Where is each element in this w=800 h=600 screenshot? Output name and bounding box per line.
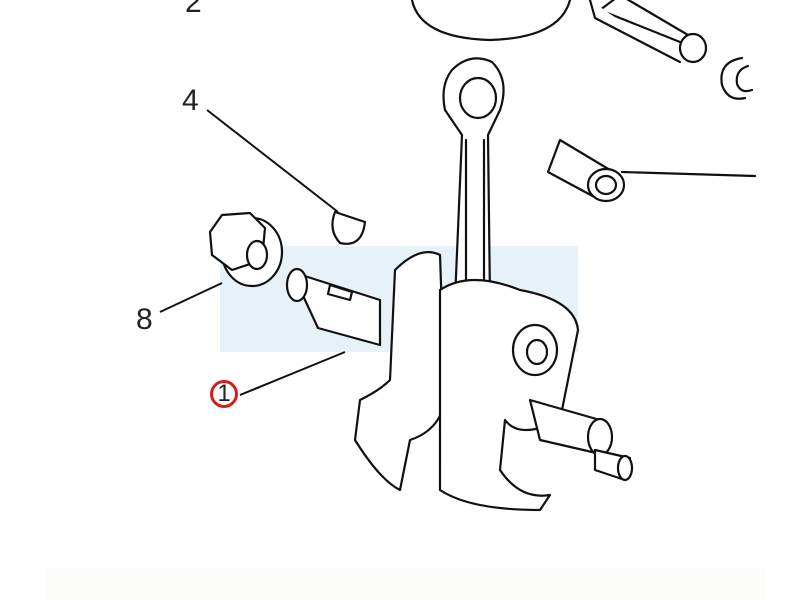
piston-pin-part (588, 0, 708, 64)
callout-2-label: 2 (185, 0, 202, 19)
callout-4[interactable]: 4 (176, 84, 206, 117)
leader-line-1 (239, 351, 346, 396)
bottom-strip (45, 568, 765, 600)
needle-bearing-part (546, 138, 757, 203)
woodruff-key-part (331, 210, 367, 245)
flange-nut-part (208, 211, 284, 288)
leader-line-4 (206, 109, 339, 213)
callout-4-label: 4 (182, 84, 199, 117)
callout-1-label: 1 (217, 380, 231, 407)
callout-1-selected[interactable]: 1 (210, 380, 238, 408)
piston-part (410, 0, 572, 42)
callout-8-label: 8 (136, 303, 153, 336)
callout-2[interactable]: 2 (179, 0, 209, 19)
circlip-part (720, 56, 754, 100)
callout-8[interactable]: 8 (130, 303, 160, 336)
crankshaft-part (285, 251, 634, 512)
leader-line-8 (159, 282, 223, 313)
connecting-rod-part (442, 57, 505, 342)
